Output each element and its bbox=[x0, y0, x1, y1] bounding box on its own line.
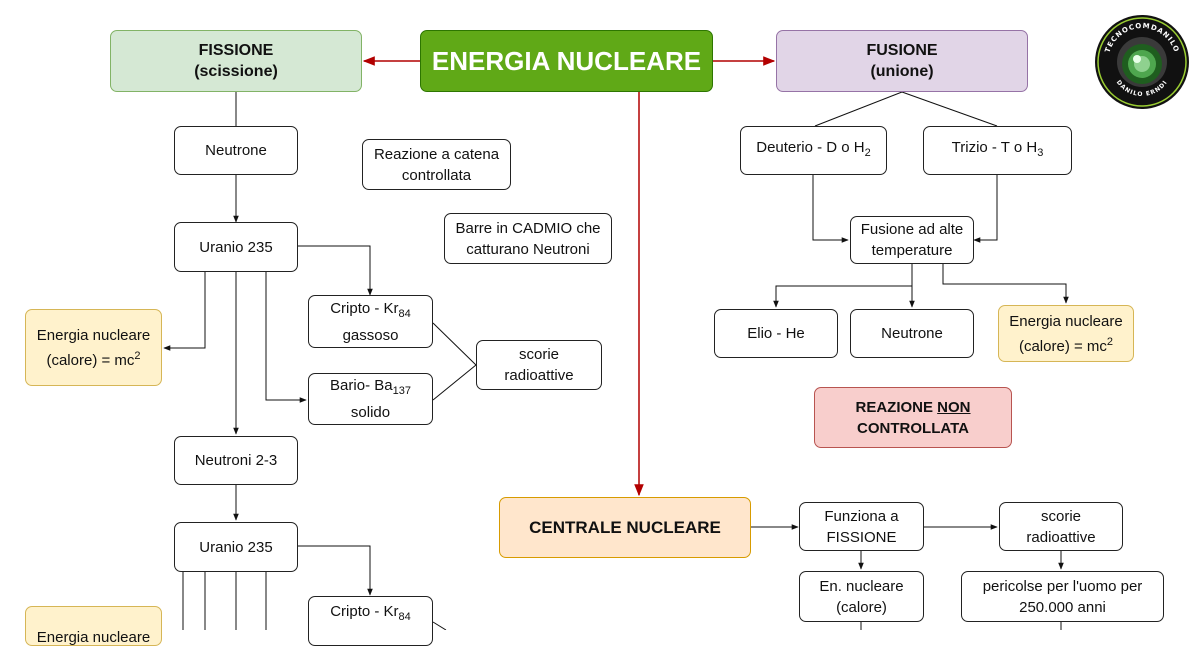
centrale-title: CENTRALE NUCLEARE bbox=[529, 518, 721, 537]
barre-cadmio-node: Barre in CADMIO che catturano Neutroni bbox=[444, 213, 612, 264]
energia-nucleare-fusione-node: Energia nucleare (calore) = mc2 bbox=[998, 305, 1134, 362]
cripto-second-node: Cripto - Kr84 bbox=[308, 596, 433, 646]
centrale-nucleare-node: CENTRALE NUCLEARE bbox=[499, 497, 751, 558]
fissione-title: FISSIONE bbox=[198, 42, 274, 59]
energia-fissione-label: Energia nucleare (calore) = mc2 bbox=[36, 326, 151, 369]
main-title: ENERGIA NUCLEARE bbox=[431, 45, 702, 76]
bario-label: Bario- Ba137 bbox=[330, 377, 411, 397]
neutrone-fusione-label: Neutrone bbox=[881, 325, 943, 342]
black-connectors bbox=[163, 91, 1069, 630]
neutrone-label: Neutrone bbox=[205, 142, 267, 159]
trizio-label: Trizio - T o H3 bbox=[951, 139, 1044, 159]
elio-label: Elio - He bbox=[747, 325, 805, 342]
deuterio-label: Deuterio - D o H2 bbox=[756, 139, 871, 159]
fissione-subtitle: (scissione) bbox=[194, 63, 278, 80]
deuterio-node: Deuterio - D o H2 bbox=[740, 126, 887, 175]
energia-nucleare-node: ENERGIA NUCLEARE bbox=[420, 30, 713, 92]
fusione-alte-temperature-node: Fusione ad alte temperature bbox=[850, 216, 974, 264]
bario-node: Bario- Ba137 solido bbox=[308, 373, 433, 425]
bario-state: solido bbox=[350, 404, 391, 421]
trizio-node: Trizio - T o H3 bbox=[923, 126, 1072, 175]
neutroni-label: Neutroni 2-3 bbox=[194, 452, 278, 469]
cripto-label: Cripto - Kr84 bbox=[330, 299, 411, 320]
pericolose-label: pericolse per l'uomo per 250.000 anni bbox=[982, 577, 1143, 616]
energia-nucleare-fissione-node: Energia nucleare (calore) = mc2 bbox=[25, 309, 162, 386]
scorie-centrale-label: scorie radioattive bbox=[1026, 507, 1096, 546]
cripto-node: Cripto - Kr84 gassoso bbox=[308, 295, 433, 348]
scorie-radioattive-centrale-node: scorie radioattive bbox=[999, 502, 1123, 551]
barre-cadmio-label: Barre in CADMIO che catturano Neutroni bbox=[455, 219, 601, 258]
uranio-235-node: Uranio 235 bbox=[174, 222, 298, 272]
funziona-label: Funziona a FISSIONE bbox=[824, 507, 899, 546]
neutroni-node: Neutroni 2-3 bbox=[174, 436, 298, 485]
scorie-label: scorie radioattive bbox=[504, 346, 574, 384]
en-nucleare-node: En. nucleare (calore) bbox=[799, 571, 924, 622]
fusione-alte-label: Fusione ad alte temperature bbox=[860, 221, 964, 259]
fusione-node: FUSIONE (unione) bbox=[776, 30, 1028, 92]
fusione-title: FUSIONE bbox=[866, 42, 938, 59]
uranio-label: Uranio 235 bbox=[199, 238, 273, 256]
energia-nucleare-fissione-second-node: Energia nucleare bbox=[25, 606, 162, 646]
funziona-fissione-node: Funziona a FISSIONE bbox=[799, 502, 924, 551]
reazione-catena-label: Reazione a catena controllata bbox=[373, 145, 500, 184]
pericolose-node: pericolse per l'uomo per 250.000 anni bbox=[961, 571, 1164, 622]
elio-node: Elio - He bbox=[714, 309, 838, 358]
uranio-235-second-node: Uranio 235 bbox=[174, 522, 298, 572]
cripto-state: gassoso bbox=[342, 326, 399, 344]
uranio2-label: Uranio 235 bbox=[199, 538, 273, 556]
connector-lines bbox=[163, 56, 1069, 630]
tecnocomdanilo-logo: TECNOCOMDANILO DANILO ERNDI bbox=[1095, 15, 1189, 109]
reazione-non-controllata-node: REAZIONE NON CONTROLLATA bbox=[814, 387, 1012, 448]
cripto2-label: Cripto - Kr84 bbox=[330, 603, 411, 623]
scorie-radioattive-node: scorie radioattive bbox=[476, 340, 602, 390]
fissione-node: FISSIONE (scissione) bbox=[110, 30, 362, 92]
en-nucleare-label: En. nucleare (calore) bbox=[819, 577, 904, 616]
neutrone-node: Neutrone bbox=[174, 126, 298, 175]
controllata-label: CONTROLLATA bbox=[857, 419, 969, 437]
neutrone-fusione-node: Neutrone bbox=[850, 309, 974, 358]
energia-fusione-label: Energia nucleare (calore) = mc2 bbox=[1009, 312, 1123, 355]
fusione-subtitle: (unione) bbox=[870, 63, 934, 80]
reazione-catena-node: Reazione a catena controllata bbox=[362, 139, 511, 190]
reazione-label: REAZIONE NON bbox=[855, 398, 971, 416]
